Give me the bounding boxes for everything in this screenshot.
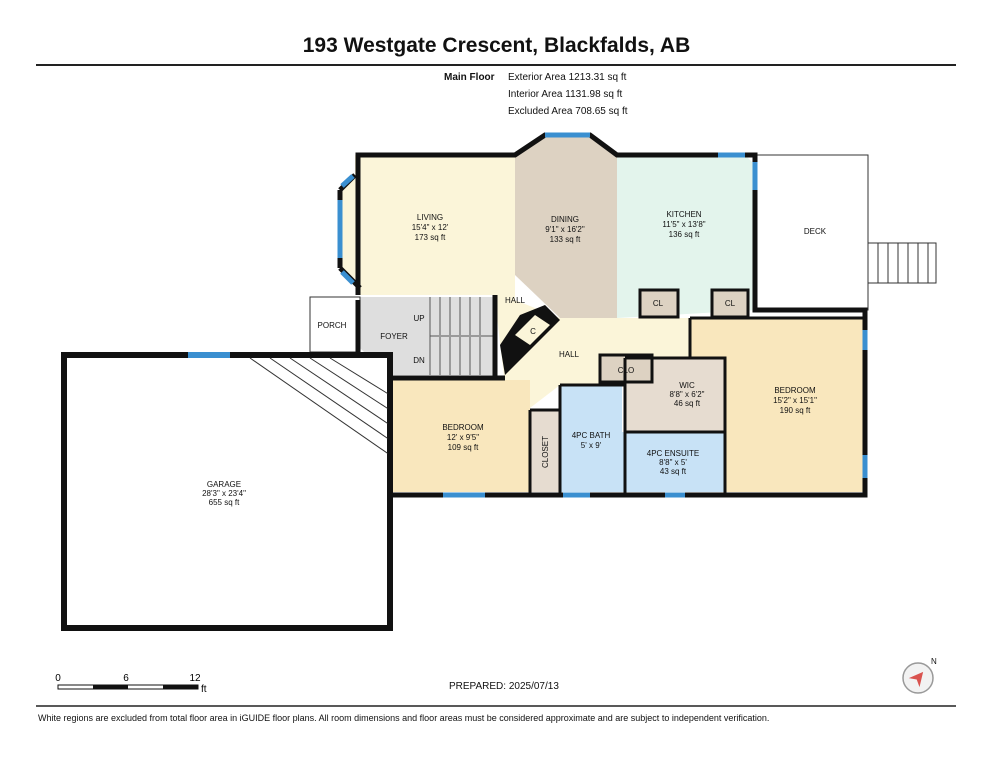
garage-label: GARAGE	[207, 480, 241, 489]
disclaimer: White regions are excluded from total fl…	[38, 713, 770, 723]
compass-icon: N	[902, 657, 937, 694]
wic-dims: 8'8" x 6'2"	[670, 390, 705, 399]
floor-name: Main Floor	[444, 72, 495, 83]
garage-area: 655 sq ft	[209, 498, 240, 507]
area-values: Exterior Area 1213.31 sq ft Interior Are…	[508, 69, 628, 120]
deck-label: DECK	[804, 227, 827, 236]
stairs	[429, 297, 495, 375]
scale-tick-0: 0	[55, 673, 61, 684]
kitchen-label: KITCHEN	[666, 210, 701, 219]
dining-area: 133 sq ft	[550, 235, 581, 244]
scale-tick-6: 6	[123, 673, 129, 684]
master-bedroom-area: 190 sq ft	[780, 406, 811, 415]
master-bedroom-dims: 15'2" x 15'1"	[773, 396, 817, 405]
master-bedroom-label: BEDROOM	[774, 386, 816, 395]
deck-stairs	[867, 242, 937, 284]
second-bedroom-area: 109 sq ft	[448, 443, 479, 452]
lower-hall-label: HALL	[559, 350, 580, 359]
interior-walls	[528, 288, 865, 495]
excluded-area: Excluded Area 708.65 sq ft	[508, 106, 628, 117]
wic-label: WIC	[679, 381, 695, 390]
closet-c-fill	[515, 315, 550, 345]
windows	[337, 132, 868, 498]
living-room-fill	[340, 155, 515, 300]
garage-dims: 28'3" x 23'4"	[202, 489, 246, 498]
foyer-label: FOYER	[380, 332, 408, 341]
ensuite-fill	[622, 432, 725, 492]
kitchen-area: 136 sq ft	[669, 230, 700, 239]
plan-title: 193 Westgate Crescent, Blackfalds, AB	[302, 34, 691, 57]
kitchen-fill	[617, 155, 755, 318]
second-bedroom-dims: 12' x 9'5"	[447, 433, 479, 442]
dining-dims: 9'1" x 16'2"	[545, 225, 585, 234]
scale-tick-12: 12	[189, 673, 201, 684]
foyer-fill	[360, 297, 495, 375]
bath-label: 4PC BATH	[572, 431, 611, 440]
upper-hall-label: HALL	[505, 296, 526, 305]
living-label: LIVING	[417, 213, 443, 222]
living-dims: 15'4" x 12'	[412, 223, 449, 232]
stairs-down-label: DN	[413, 356, 425, 365]
closet-c-label: C	[530, 327, 536, 336]
bath-dims: 5' x 9'	[581, 441, 602, 450]
second-bedroom-label: BEDROOM	[442, 423, 484, 432]
closet-fill	[530, 410, 560, 492]
exterior-area: Exterior Area 1213.31 sq ft	[508, 72, 627, 83]
cl2-label: CL	[725, 299, 736, 308]
ensuite-label: 4PC ENSUITE	[647, 449, 699, 458]
interior-area: Interior Area 1131.98 sq ft	[508, 89, 623, 100]
prepared-date: PREPARED: 2025/07/13	[449, 681, 559, 692]
garage-window	[188, 352, 230, 358]
wic-area: 46 sq ft	[674, 399, 701, 408]
stairs-up-label: UP	[413, 314, 424, 323]
cl1-label: CL	[653, 299, 664, 308]
dining-label: DINING	[551, 215, 579, 224]
garage-stair-lines	[249, 357, 391, 456]
bath-fill	[560, 385, 622, 492]
second-bedroom-fill	[390, 380, 530, 492]
clo-label: CLO	[618, 366, 634, 375]
scale-bar: 0 6 12 ft	[55, 673, 207, 695]
compass-north: N	[931, 657, 937, 666]
scale-unit: ft	[201, 684, 207, 695]
living-area: 173 sq ft	[415, 233, 446, 242]
dining-room-fill	[515, 135, 617, 318]
ensuite-dims: 8'8" x 5'	[659, 458, 687, 467]
ensuite-area: 43 sq ft	[660, 467, 687, 476]
cl2-fill	[712, 290, 748, 317]
closet-label: CLOSET	[541, 436, 550, 468]
cl1-fill	[640, 290, 678, 317]
kitchen-dims: 11'5" x 13'8"	[662, 220, 705, 229]
title-divider	[36, 64, 956, 66]
master-bedroom-fill	[690, 318, 865, 492]
porch-label: PORCH	[318, 321, 347, 330]
